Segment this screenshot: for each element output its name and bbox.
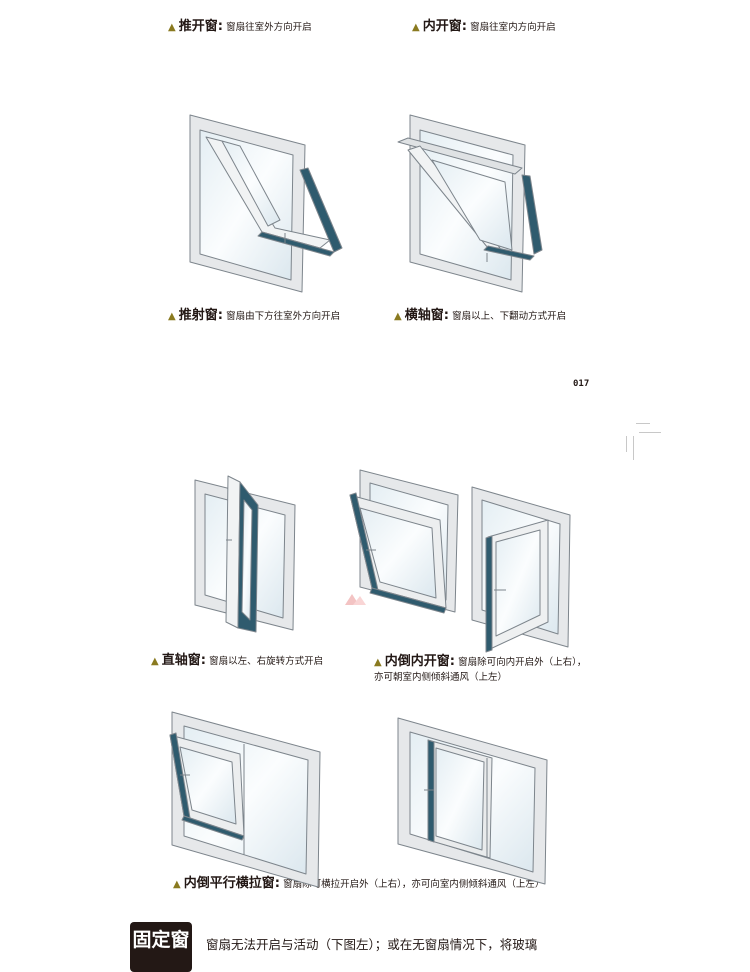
- triangle-bullet-icon: ▲: [173, 879, 181, 890]
- caption-inward-open: ▲内开窗: 窗扇往室内方向开启: [412, 19, 556, 34]
- caption-tilt-slide: ▲内倒平行横拉窗: 窗扇除可横拉开启外（上右），亦可向室内侧倾斜通风（上左）: [173, 876, 545, 891]
- awning-window-illustration: [189, 114, 343, 293]
- fixed-window-badge: 固定窗: [130, 922, 192, 972]
- tilt-turn-opened-window-illustration: [471, 486, 571, 653]
- caption-vertical-pivot: ▲直轴窗: 窗扇以左、右旋转方式开启: [151, 653, 324, 668]
- sliding-window-illustration: [397, 717, 548, 885]
- caption-push-open: ▲推开窗: 窗扇往室外方向开启: [168, 19, 312, 34]
- caption-awning: ▲推射窗: 窗扇由下方往室外方向开启: [168, 308, 341, 323]
- caption-horizontal-pivot: ▲横轴窗: 窗扇以上、下翻动方式开启: [394, 308, 567, 323]
- tilt-turn-tilted-window-illustration: [349, 469, 459, 614]
- tilt-slide-window-illustration: [169, 711, 321, 888]
- horizontal-pivot-window-illustration: [397, 114, 543, 293]
- caption-tilt-turn: ▲内倒内开窗: 窗扇除可向内开启外（上右），亦可朝室内侧倾斜通风（上左）: [374, 654, 587, 683]
- triangle-bullet-icon: ▲: [168, 311, 176, 322]
- fixed-window-description: 窗扇无法开启与活动（下图左）；或在无窗扇情况下，将玻璃: [206, 937, 538, 952]
- vertical-pivot-window-illustration: [194, 475, 296, 633]
- triangle-bullet-icon: ▲: [394, 311, 402, 322]
- triangle-bullet-icon: ▲: [412, 22, 420, 33]
- triangle-bullet-icon: ▲: [168, 22, 176, 33]
- page-number: 017: [573, 379, 590, 389]
- triangle-bullet-icon: ▲: [151, 656, 159, 667]
- triangle-bullet-icon: ▲: [374, 657, 382, 668]
- watermark-logo: [345, 594, 366, 605]
